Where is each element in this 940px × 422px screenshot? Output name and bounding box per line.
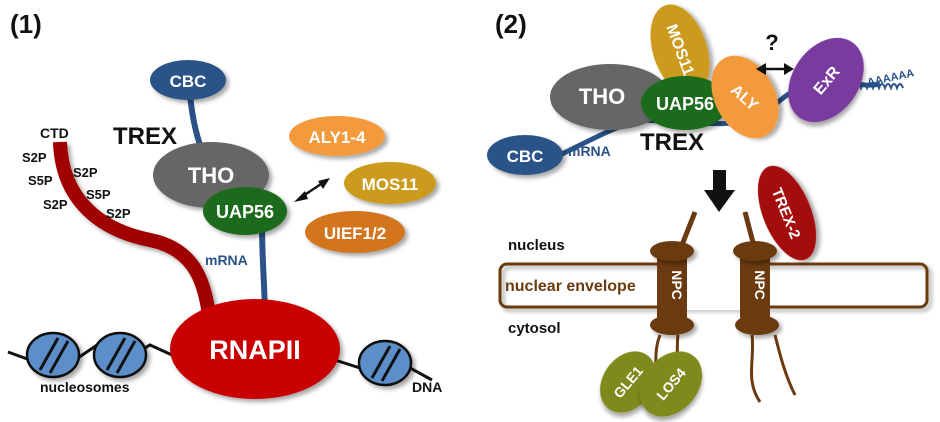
nucleosome bbox=[92, 331, 148, 379]
nucleosome bbox=[357, 339, 413, 387]
panel-2: (2) AAAAAA CBC mRNA MOS11 THO UAP56 ALY … bbox=[487, 4, 929, 417]
double-arrow-icon bbox=[756, 63, 794, 75]
trex2-shape bbox=[757, 165, 817, 261]
question-mark: ? bbox=[765, 30, 778, 55]
uap56-shape bbox=[203, 187, 287, 235]
cbc-label-2: CBC bbox=[507, 147, 544, 166]
phospho-label: S2P bbox=[73, 165, 98, 180]
panel-2-label: (2) bbox=[495, 9, 527, 39]
down-arrow-icon bbox=[704, 170, 735, 212]
uap56-label-2: UAP56 bbox=[656, 94, 714, 114]
panel-1: (1) RNAPII CBC bbox=[7, 9, 442, 399]
nucleosome bbox=[25, 331, 81, 379]
phospho-label: S2P bbox=[106, 206, 131, 221]
polya-tail bbox=[854, 83, 904, 91]
panel-1-label: (1) bbox=[10, 9, 42, 39]
aly1-4-shape bbox=[289, 116, 385, 156]
mos11-shape-2 bbox=[650, 4, 710, 96]
tho-label-2: THO bbox=[579, 84, 625, 109]
mos11-shape bbox=[344, 162, 436, 204]
uap56-shape-2 bbox=[641, 76, 729, 130]
dna-label: DNA bbox=[412, 379, 442, 395]
exr-shape bbox=[788, 37, 864, 123]
npc-left-label: NPC bbox=[669, 270, 685, 300]
npc-left: NPC bbox=[648, 211, 698, 386]
rnapii-shape bbox=[170, 299, 340, 399]
cbc-label: CBC bbox=[170, 72, 207, 91]
mos11-label: MOS11 bbox=[362, 175, 419, 194]
tho-shape-2 bbox=[550, 64, 670, 130]
cytosol-label: cytosol bbox=[508, 320, 561, 337]
phospho-label: S2P bbox=[22, 150, 47, 165]
ctd-label: CTD bbox=[40, 125, 69, 141]
mrna-label: mRNA bbox=[205, 252, 248, 268]
ctd-tail bbox=[53, 141, 217, 322]
phospho-label: S5P bbox=[28, 173, 53, 188]
npc-right: NPC bbox=[733, 211, 797, 403]
uief1-2-shape bbox=[305, 211, 405, 253]
tho-label: THO bbox=[188, 163, 234, 188]
cbc-link bbox=[187, 94, 203, 146]
cbc-shape-2 bbox=[487, 135, 563, 175]
nucleosomes-label: nucleosomes bbox=[40, 379, 130, 395]
envelope-label: nuclear envelope bbox=[505, 278, 636, 295]
uap56-label: UAP56 bbox=[216, 202, 274, 222]
double-arrow-icon bbox=[294, 178, 330, 202]
npc-right-label: NPC bbox=[752, 270, 768, 300]
uief1-2-label: UIEF1/2 bbox=[324, 224, 386, 243]
nucleus-label: nucleus bbox=[508, 237, 565, 254]
trex-label-2: TREX bbox=[640, 129, 704, 156]
los4-shape bbox=[639, 351, 703, 417]
aly1-4-label: ALY1-4 bbox=[308, 128, 366, 147]
mrna-label-2: mRNA bbox=[568, 143, 611, 159]
phospho-label: S5P bbox=[86, 187, 111, 202]
trex-label: TREX bbox=[113, 123, 177, 150]
aly-shape-2 bbox=[711, 55, 779, 139]
rnapii-label: RNAPII bbox=[209, 335, 301, 365]
cbc-shape bbox=[150, 60, 226, 100]
phospho-label: S2P bbox=[43, 197, 68, 212]
